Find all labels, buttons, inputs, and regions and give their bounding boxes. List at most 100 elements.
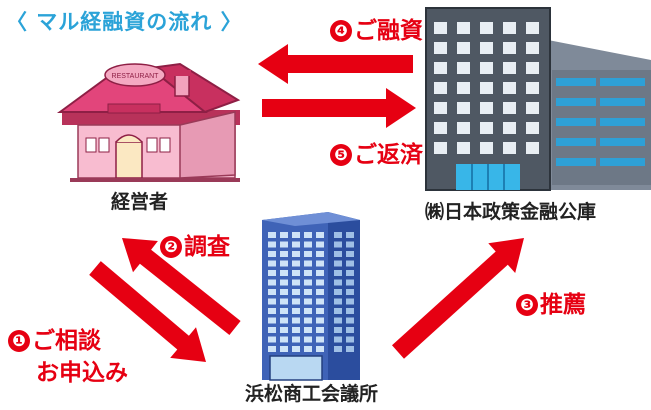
tower-window: [346, 279, 354, 286]
restaurant-house: RESTAURANT: [56, 62, 241, 182]
tower-window: [346, 327, 354, 333]
building-window: [526, 42, 539, 54]
tower-window: [334, 251, 342, 257]
building-window: [526, 102, 539, 114]
building-window: [503, 42, 516, 54]
tower-window: [346, 232, 354, 238]
tower-window: [346, 289, 354, 295]
tower-window: [316, 336, 324, 343]
step-4-number: ❹: [330, 20, 352, 42]
building-window: [457, 102, 470, 114]
step-2-text: 調査: [184, 234, 230, 260]
tower-window: [292, 279, 300, 286]
tower-window: [316, 279, 324, 286]
tower-window: [316, 289, 324, 295]
step-1-number: ❶: [8, 330, 30, 352]
tower-window: [316, 251, 324, 257]
tower-window: [334, 298, 342, 305]
tower-window: [268, 317, 276, 324]
tower-window: [346, 308, 354, 314]
building-window: [457, 42, 470, 54]
tower-window: [334, 260, 342, 267]
tower-window: [316, 232, 324, 238]
tower-window: [304, 251, 312, 257]
tower-window: [280, 346, 288, 352]
building-window: [503, 102, 516, 114]
tower-window: [280, 260, 288, 267]
tower-window: [346, 317, 354, 324]
tower-window: [280, 298, 288, 305]
tower-window: [304, 289, 312, 295]
tower-window: [268, 241, 276, 248]
tower-window: [292, 232, 300, 238]
tower-window: [304, 232, 312, 238]
building-window: [457, 82, 470, 94]
tower-window: [292, 336, 300, 343]
tower-window: [268, 289, 276, 295]
step-5-text: ご返済: [354, 142, 423, 168]
restaurant-sign-text: RESTAURANT: [112, 73, 160, 80]
building-window: [457, 122, 470, 134]
tower-window: [346, 241, 354, 248]
tower-window: [280, 289, 288, 295]
tower-window: [280, 336, 288, 343]
tower-window: [292, 241, 300, 248]
building-window: [480, 82, 493, 94]
chamber-label: 浜松商工会議所: [245, 383, 379, 405]
tower-window: [280, 317, 288, 324]
tower-window: [334, 308, 342, 314]
tower-window: [280, 308, 288, 314]
tower-window: [334, 279, 342, 286]
tower-window: [292, 317, 300, 324]
tower-window: [268, 308, 276, 314]
arrow-step-2: [122, 238, 241, 335]
tower-window: [334, 289, 342, 295]
tower-window: [292, 251, 300, 257]
tower-window: [304, 336, 312, 343]
tower-window: [268, 279, 276, 286]
tower-window: [316, 260, 324, 267]
building-window: [434, 22, 447, 34]
building-window: [503, 22, 516, 34]
business-owner-label: 経営者: [111, 191, 169, 213]
building-window: [457, 142, 470, 154]
tower-window: [316, 241, 324, 248]
page-title: 〈 マル経融資の流れ 〉: [6, 10, 243, 34]
jfc-building: [425, 7, 651, 191]
tower-window: [292, 270, 300, 276]
tower-window: [304, 317, 312, 324]
tower-window: [280, 327, 288, 333]
building-window: [526, 62, 539, 74]
tower-window: [346, 260, 354, 267]
tower-window: [292, 346, 300, 352]
arrow-step-5: [262, 88, 416, 128]
step-2-number: ❷: [160, 236, 182, 258]
tower-window: [304, 279, 312, 286]
tower-window: [304, 298, 312, 305]
tower-window: [334, 270, 342, 276]
tower-window: [304, 260, 312, 267]
tower-window: [268, 260, 276, 267]
tower-window: [292, 298, 300, 305]
building-window: [480, 62, 493, 74]
building-window: [480, 42, 493, 54]
arrow-step-3: [392, 238, 524, 359]
building-window: [434, 62, 447, 74]
tower-window: [280, 241, 288, 248]
tower-window: [292, 327, 300, 333]
building-window: [526, 82, 539, 94]
chamber-tower: [262, 212, 360, 381]
tower-window: [346, 270, 354, 276]
tower-window: [304, 270, 312, 276]
tower-window: [346, 336, 354, 343]
step-3-text: 推薦: [540, 292, 586, 318]
tower-window: [304, 327, 312, 333]
tower-window: [292, 260, 300, 267]
tower-window: [268, 232, 276, 238]
building-window: [526, 122, 539, 134]
tower-window: [268, 346, 276, 352]
tower-window: [268, 270, 276, 276]
